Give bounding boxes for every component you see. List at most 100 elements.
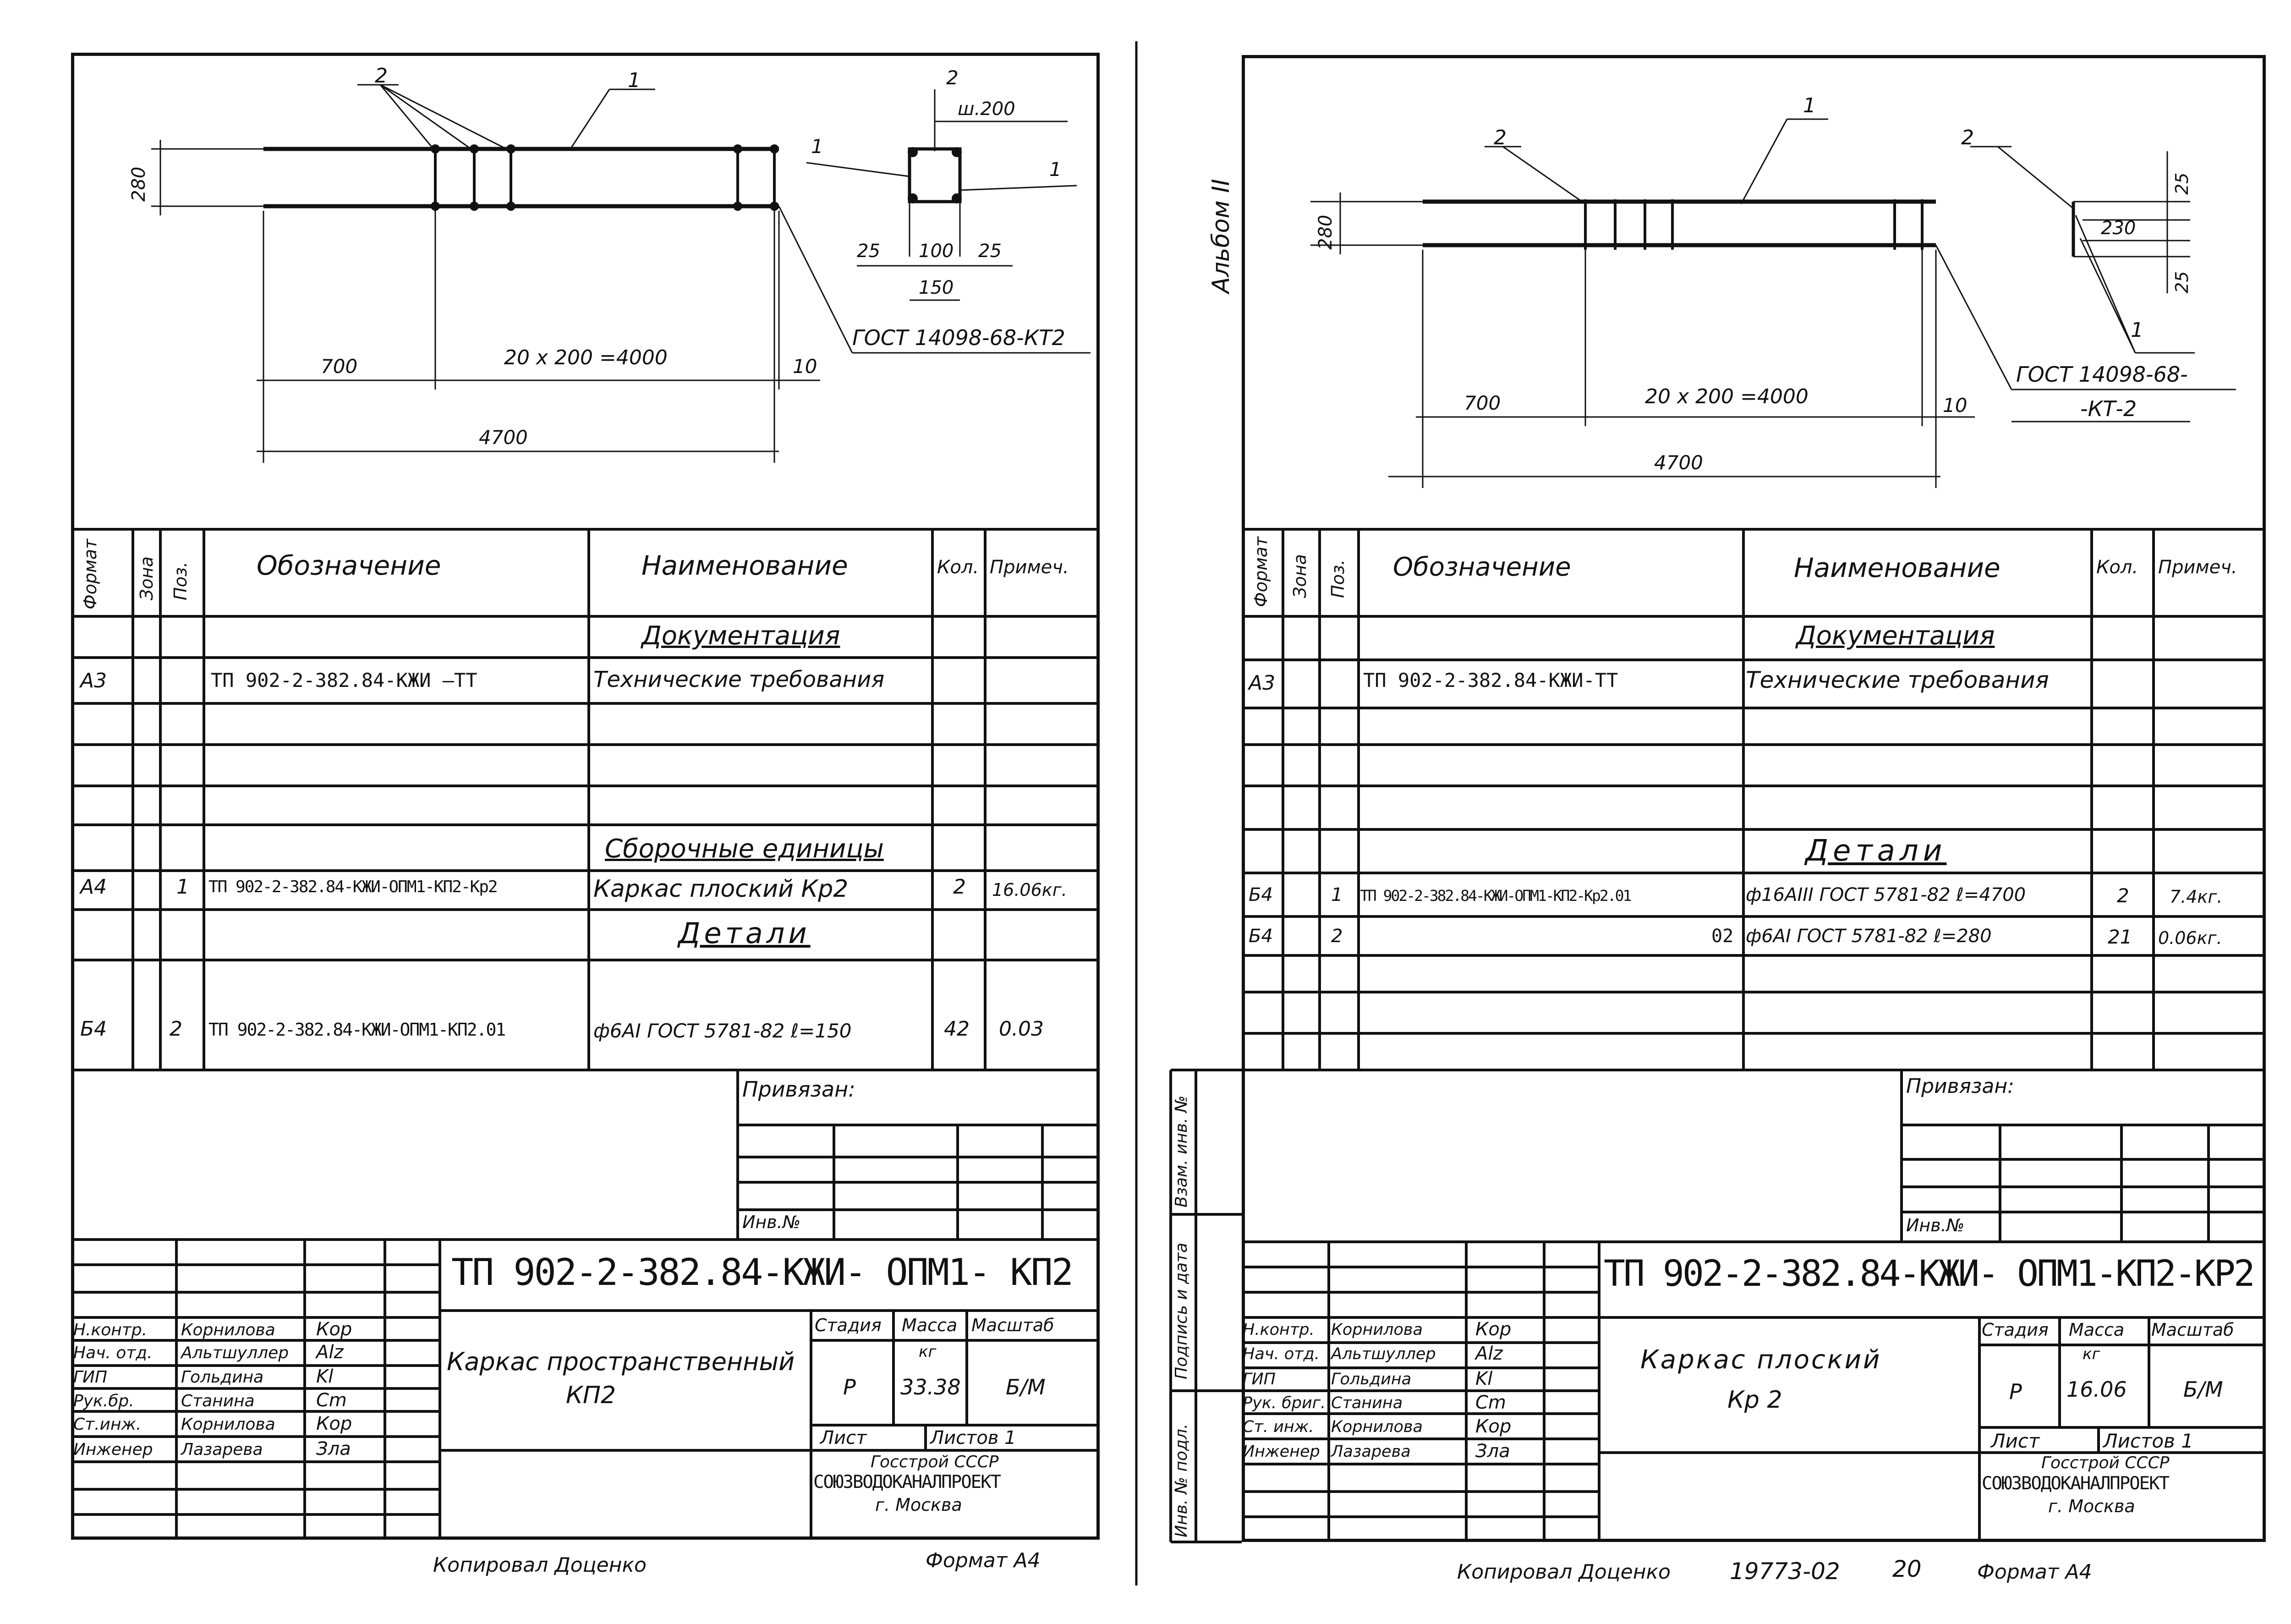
- right-header-note: Примеч.: [2158, 557, 2237, 578]
- right-order-no: 19773-02: [1730, 1558, 1840, 1585]
- right-sheet-label: Лист: [1991, 1430, 2040, 1452]
- left-row-designation: ТП 902-2-382.84-КЖИ-ОПМ1-КП2.01: [208, 1020, 506, 1040]
- left-row-designation: ТП 902-2-382.84-КЖИ –ТТ: [211, 669, 477, 691]
- left-header-qty: Кол.: [937, 557, 979, 578]
- left-inv-label: Инв.№: [742, 1212, 801, 1232]
- left-header-note: Примеч.: [990, 557, 1069, 578]
- right-role-5: Инженер: [1243, 1443, 1320, 1461]
- right-sign-3: Cm: [1475, 1392, 1506, 1413]
- left-dim-total: 4700: [479, 426, 528, 449]
- left-person-2: Гольдина: [181, 1368, 264, 1387]
- left-person-5: Лазарева: [181, 1440, 263, 1459]
- right-role-3: Рук. бриг.: [1243, 1394, 1326, 1412]
- right-callout-2a: 2: [1494, 126, 1507, 149]
- left-section-assembly: Сборочные единицы: [605, 834, 884, 864]
- right-page-no: 20: [1892, 1556, 1922, 1582]
- left-section-callout-2: 2: [946, 66, 959, 89]
- left-sign-4: Кор: [316, 1413, 352, 1434]
- left-org-2: СОЮЗВОДОКАНАЛПРОЕКТ: [813, 1472, 1001, 1492]
- right-inv-label: Инв.№: [1906, 1215, 1965, 1235]
- right-org-1: Госстрой СССР: [2041, 1454, 2170, 1472]
- right-header-designation: Обозначение: [1393, 552, 1571, 582]
- right-person-2: Гольдина: [1331, 1370, 1412, 1388]
- left-role-1: Нач. отд.: [73, 1344, 153, 1362]
- right-side-dim-b: 230: [2101, 218, 2136, 239]
- right-mass-value: 16.06: [2066, 1377, 2127, 1402]
- right-row-note: 7.4кг.: [2170, 887, 2223, 907]
- left-mass-value: 33.38: [900, 1375, 961, 1399]
- right-format-note: Формат А4: [1977, 1560, 2092, 1584]
- left-sign-0: Кор: [316, 1319, 352, 1340]
- left-sheet-label: Лист: [820, 1427, 867, 1448]
- left-callout-2: 2: [375, 64, 388, 88]
- right-row-format: Б4: [1249, 926, 1273, 947]
- left-row-name: Технические требования: [593, 667, 885, 692]
- right-header-name: Наименование: [1794, 552, 2001, 583]
- right-sign-5: Зла: [1475, 1441, 1510, 1462]
- right-row-designation: 02: [1711, 926, 1734, 947]
- left-section-dim-total: 150: [919, 277, 954, 298]
- right-sign-1: Alz: [1475, 1343, 1503, 1364]
- right-row-format: А3: [1249, 671, 1276, 695]
- right-person-3: Станина: [1331, 1394, 1403, 1412]
- right-section-callout-1: 1: [2131, 318, 2143, 342]
- right-stage-label: Стадия: [1982, 1320, 2049, 1340]
- left-header-designation: Обозначение: [257, 550, 441, 581]
- right-org-3: г. Москва: [2048, 1496, 2135, 1516]
- right-row-designation: ТП 902-2-382.84-КЖИ-ТТ: [1363, 669, 1618, 691]
- left-role-4: Ст.инж.: [73, 1415, 142, 1434]
- left-section-documentation: Документация: [641, 621, 840, 651]
- left-stage-label: Стадия: [815, 1315, 882, 1335]
- right-mass-label: Масса: [2069, 1320, 2125, 1340]
- left-person-4: Корнилова: [181, 1415, 275, 1434]
- right-row-pos: 1: [1331, 884, 1343, 905]
- left-row-note: 0.03: [999, 1017, 1044, 1041]
- right-bound-label: Привязан:: [1906, 1075, 2014, 1098]
- right-row-note: 0.06кг.: [2158, 928, 2222, 948]
- left-person-1: Альтшуллер: [181, 1344, 289, 1362]
- right-row-name: ф16АIII ГОСТ 5781-82 ℓ=4700: [1746, 884, 2026, 905]
- right-stamp-title-1: Каркас плоский: [1640, 1345, 1882, 1375]
- left-stamp-title-1: Каркас пространственный: [447, 1347, 795, 1376]
- left-dim-middle: 20 x 200 =4000: [504, 346, 668, 369]
- left-gost-ref: ГОСТ 14098-68-КТ2: [852, 325, 1065, 350]
- left-section-dim-a: 25: [857, 241, 880, 262]
- left-section-dim-c: 25: [978, 241, 1002, 262]
- left-section-dim-b: 100: [919, 241, 954, 262]
- left-sign-3: Cm: [316, 1390, 347, 1411]
- right-person-0: Корнилова: [1331, 1321, 1423, 1339]
- right-row-qty: 2: [2117, 884, 2129, 907]
- left-row-format: Б4: [80, 1017, 107, 1041]
- left-dim-start: 700: [321, 355, 358, 378]
- left-section-details: Детали: [678, 916, 811, 950]
- right-row-designation: ТП 902-2-382.84-КЖИ-ОПМ1-КП2-Кр2.01: [1360, 887, 1632, 905]
- left-bound-label: Привязан:: [742, 1077, 855, 1102]
- left-row-qty: 2: [953, 875, 966, 899]
- left-org-1: Госстрой СССР: [871, 1453, 999, 1471]
- left-row-pos: 1: [176, 875, 189, 899]
- right-row-name: Технические требования: [1746, 667, 2049, 693]
- right-row-pos: 2: [1331, 926, 1343, 947]
- left-role-2: ГИП: [73, 1368, 108, 1387]
- left-row-designation: ТП 902-2-382.84-КЖИ-ОПМ1-КП2-Кр2: [208, 878, 498, 896]
- left-copied-by: Копировал Доценко: [433, 1553, 647, 1577]
- left-role-0: Н.контр.: [73, 1321, 148, 1339]
- right-person-5: Лазарева: [1331, 1443, 1411, 1461]
- right-section-details: Детали: [1805, 834, 1947, 868]
- right-scale-label: Масштаб: [2151, 1320, 2234, 1340]
- left-section-callout-1a: 1: [811, 135, 823, 158]
- right-role-4: Ст. инж.: [1243, 1418, 1314, 1436]
- right-role-2: ГИП: [1243, 1370, 1276, 1388]
- right-dim-middle: 20 x 200 =4000: [1645, 385, 1809, 408]
- left-row-name: Каркас плоский Кр2: [593, 875, 849, 903]
- left-sign-2: Kl: [316, 1366, 334, 1387]
- right-dim-total: 4700: [1654, 451, 1703, 474]
- right-doc-code: ТП 902-2-382.84-КЖИ- ОПМ1-КП2-КР2: [1604, 1253, 2255, 1295]
- right-callout-1: 1: [1803, 94, 1816, 117]
- left-org-3: г. Москва: [875, 1495, 962, 1515]
